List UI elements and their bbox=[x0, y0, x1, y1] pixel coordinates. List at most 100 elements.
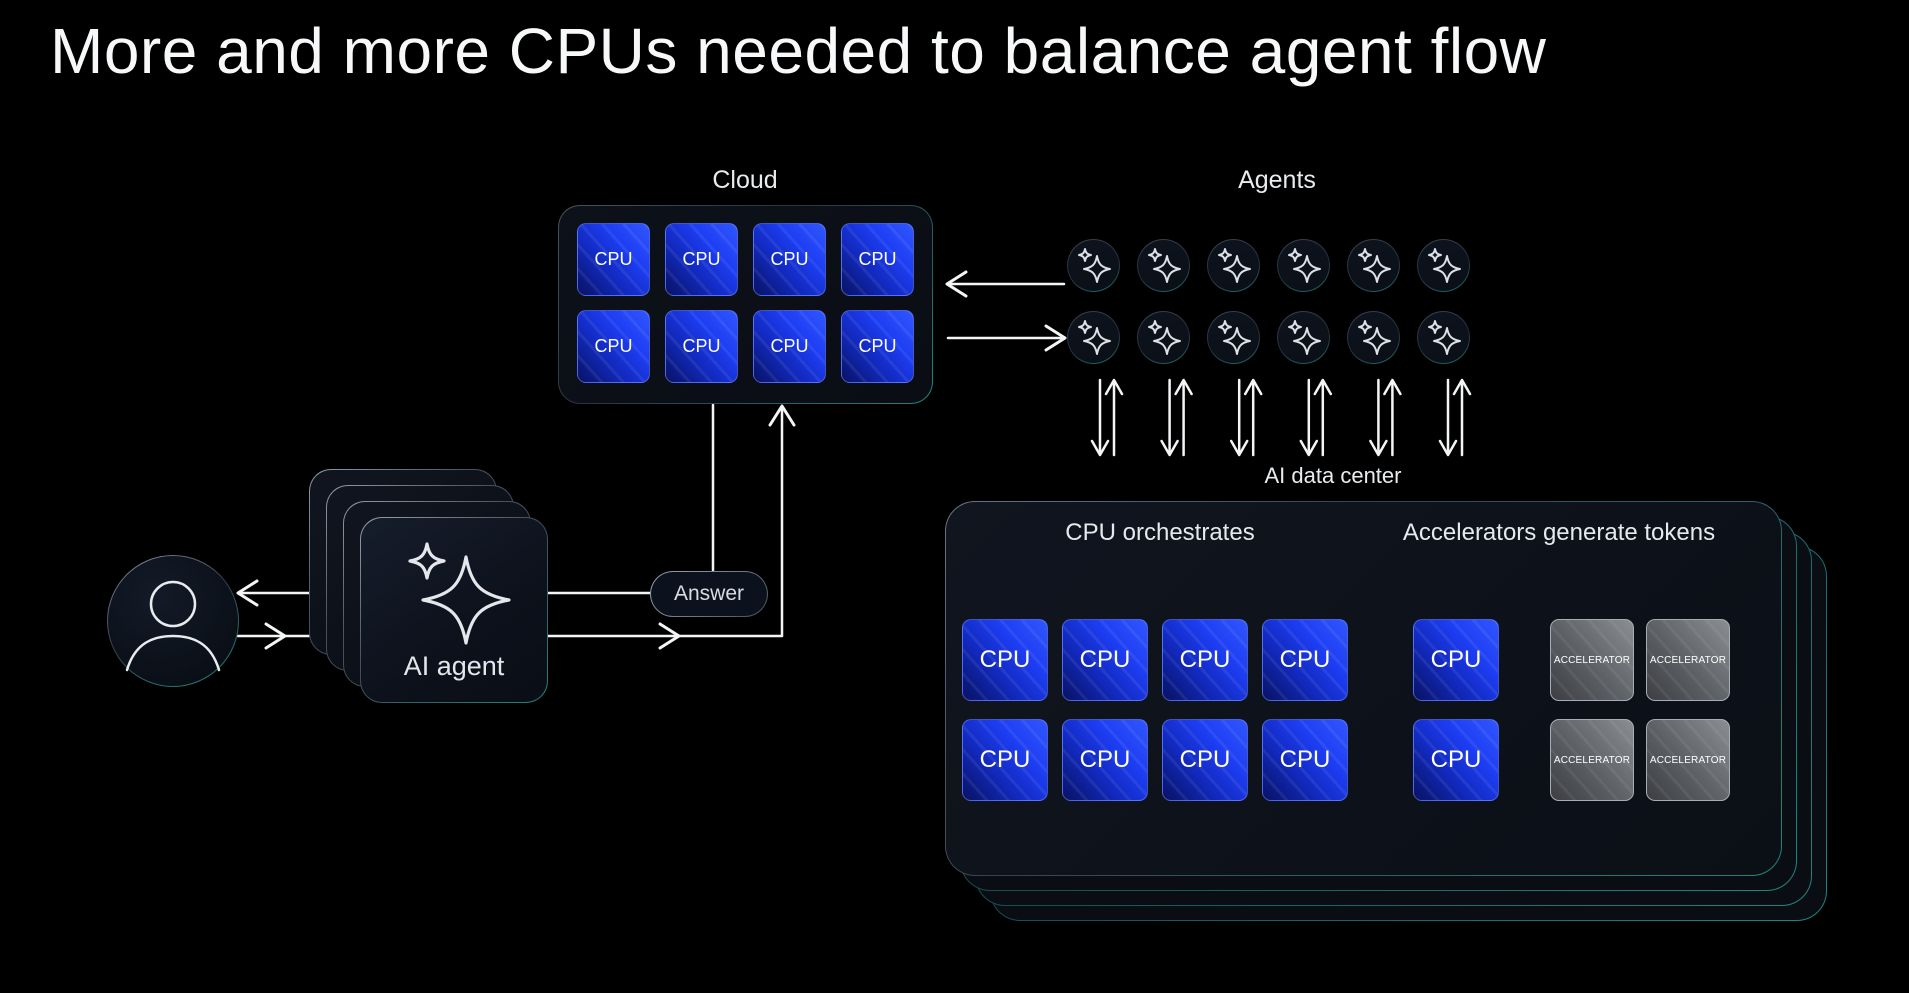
accelerator-chip-label: ACCELERATOR bbox=[1649, 654, 1727, 666]
cpu-chip-label: CPU bbox=[1179, 746, 1231, 773]
sparkle-icon bbox=[1427, 319, 1461, 355]
sparkle-small-star bbox=[1147, 319, 1162, 334]
agent-card-front: AI agent bbox=[360, 517, 548, 703]
cpu-chip: CPU bbox=[577, 310, 650, 383]
sparkle-large-star bbox=[1082, 254, 1111, 283]
arrowhead-right-icon bbox=[264, 622, 287, 650]
cpu-chip-label: CPU bbox=[1430, 646, 1482, 673]
sparkle-small-star bbox=[1147, 247, 1162, 262]
sparkle-small-star bbox=[1427, 319, 1442, 334]
datacenter-panel: CPU orchestrates Accelerators generate t… bbox=[945, 501, 1782, 876]
cpu-chip: CPU bbox=[1262, 619, 1348, 701]
sparkle-icon bbox=[1217, 247, 1251, 283]
person-icon bbox=[125, 580, 221, 672]
cpu-chip-label: CPU bbox=[594, 249, 633, 269]
arrowhead-left-icon bbox=[236, 579, 259, 607]
accelerator-chip: ACCELERATOR bbox=[1646, 719, 1730, 801]
arrowhead-up-icon bbox=[1104, 378, 1124, 396]
agent-circle bbox=[1137, 311, 1190, 364]
arrowhead-up-icon bbox=[1313, 378, 1333, 396]
cpu-chip-label: CPU bbox=[594, 336, 633, 356]
sparkle-large-star bbox=[1152, 326, 1181, 355]
arrowhead-up-icon bbox=[1174, 378, 1193, 396]
agent-circle bbox=[1067, 311, 1120, 364]
sparkle-large-star bbox=[1432, 326, 1461, 355]
sparkle-icon bbox=[1357, 319, 1391, 355]
sparkle-large-star bbox=[1292, 254, 1321, 283]
ai-agent-label: AI agent bbox=[403, 651, 505, 681]
accelerator-chip: ACCELERATOR bbox=[1550, 719, 1634, 801]
datacenter-cpu-column: CPU CPU bbox=[1413, 619, 1499, 801]
sparkle-icon bbox=[1217, 319, 1251, 355]
sparkle-large-star bbox=[1362, 326, 1391, 355]
ai-data-center-label: AI data center bbox=[1264, 463, 1402, 488]
cloud-box: CPU CPU CPU CPU CPU CPU CPU CPU bbox=[558, 205, 933, 404]
accelerator-chip-label: ACCELERATOR bbox=[1649, 754, 1727, 766]
agent-circle bbox=[1347, 311, 1400, 364]
sparkle-small-star bbox=[1077, 319, 1092, 334]
answer-pill: Answer bbox=[650, 571, 768, 617]
sparkle-small-star bbox=[1427, 247, 1442, 262]
agent-circle bbox=[1067, 239, 1120, 292]
cpu-orchestrates-header: CPU orchestrates bbox=[1065, 519, 1255, 546]
cpu-chip: CPU bbox=[1413, 619, 1499, 701]
cpu-chip-label: CPU bbox=[682, 336, 721, 356]
agent-circle bbox=[1417, 311, 1470, 364]
sparkle-icon bbox=[1287, 319, 1321, 355]
sparkle-icon bbox=[1077, 319, 1111, 355]
arrowhead-down-icon bbox=[1299, 439, 1319, 457]
cpu-chip: CPU bbox=[1262, 719, 1348, 801]
sparkle-small-star bbox=[1357, 247, 1372, 262]
cpu-chip-label: CPU bbox=[770, 249, 809, 269]
arrowhead-down-icon bbox=[1369, 439, 1388, 457]
cpu-chip: CPU bbox=[1162, 619, 1248, 701]
cpu-chip-label: CPU bbox=[1430, 746, 1482, 773]
sparkle-large-star bbox=[1082, 326, 1111, 355]
sparkle-small-star bbox=[1357, 319, 1372, 334]
cpu-chip-label: CPU bbox=[682, 249, 721, 269]
sparkle-icon bbox=[1287, 247, 1321, 283]
user-avatar bbox=[107, 555, 239, 687]
agent-circle bbox=[1207, 311, 1260, 364]
sparkle-large-star bbox=[1222, 254, 1251, 283]
arrowhead-up-icon bbox=[1452, 378, 1472, 396]
sparkle-small-star bbox=[1077, 247, 1092, 262]
sparkle-large-star bbox=[1292, 326, 1321, 355]
sparkle-icon bbox=[1427, 247, 1461, 283]
agent-circle bbox=[1417, 239, 1470, 292]
arrowhead-down-icon bbox=[1229, 439, 1249, 457]
cpu-chip-label: CPU bbox=[1279, 746, 1331, 773]
agent-circle bbox=[1207, 239, 1260, 292]
sparkle-icon bbox=[408, 542, 511, 645]
cpu-chip-label: CPU bbox=[770, 336, 809, 356]
arrowhead-down-icon bbox=[1090, 439, 1110, 457]
cpu-chip-label: CPU bbox=[1079, 746, 1131, 773]
cpu-chip-label: CPU bbox=[858, 249, 897, 269]
cpu-chip: CPU bbox=[841, 310, 914, 383]
sparkle-large-star bbox=[1222, 326, 1251, 355]
cpu-chip: CPU bbox=[1062, 719, 1148, 801]
sparkle-large-star bbox=[1152, 254, 1181, 283]
arrowhead-up-icon bbox=[1243, 378, 1263, 396]
answer-label: Answer bbox=[673, 582, 745, 605]
arrowhead-left-icon bbox=[945, 270, 968, 298]
sparkle-icon bbox=[1357, 247, 1391, 283]
arrowhead-right-icon bbox=[658, 622, 681, 650]
agent-circle bbox=[1347, 239, 1400, 292]
cpu-chip: CPU bbox=[1413, 719, 1499, 801]
page-title: More and more CPUs needed to balance age… bbox=[50, 15, 1547, 87]
arrowhead-up-icon bbox=[768, 404, 796, 427]
arrowhead-down-icon bbox=[1438, 439, 1458, 457]
sparkle-small-star bbox=[1217, 319, 1232, 334]
agent-circle bbox=[1277, 311, 1330, 364]
agent-circle bbox=[1277, 239, 1330, 292]
sparkle-icon bbox=[1147, 247, 1181, 283]
accelerators-header: Accelerators generate tokens bbox=[1402, 519, 1716, 546]
cpu-chip: CPU bbox=[1062, 619, 1148, 701]
cpu-chip: CPU bbox=[665, 310, 738, 383]
accelerator-chip: ACCELERATOR bbox=[1646, 619, 1730, 701]
cpu-chip: CPU bbox=[962, 619, 1048, 701]
sparkle-large-star bbox=[1362, 254, 1391, 283]
